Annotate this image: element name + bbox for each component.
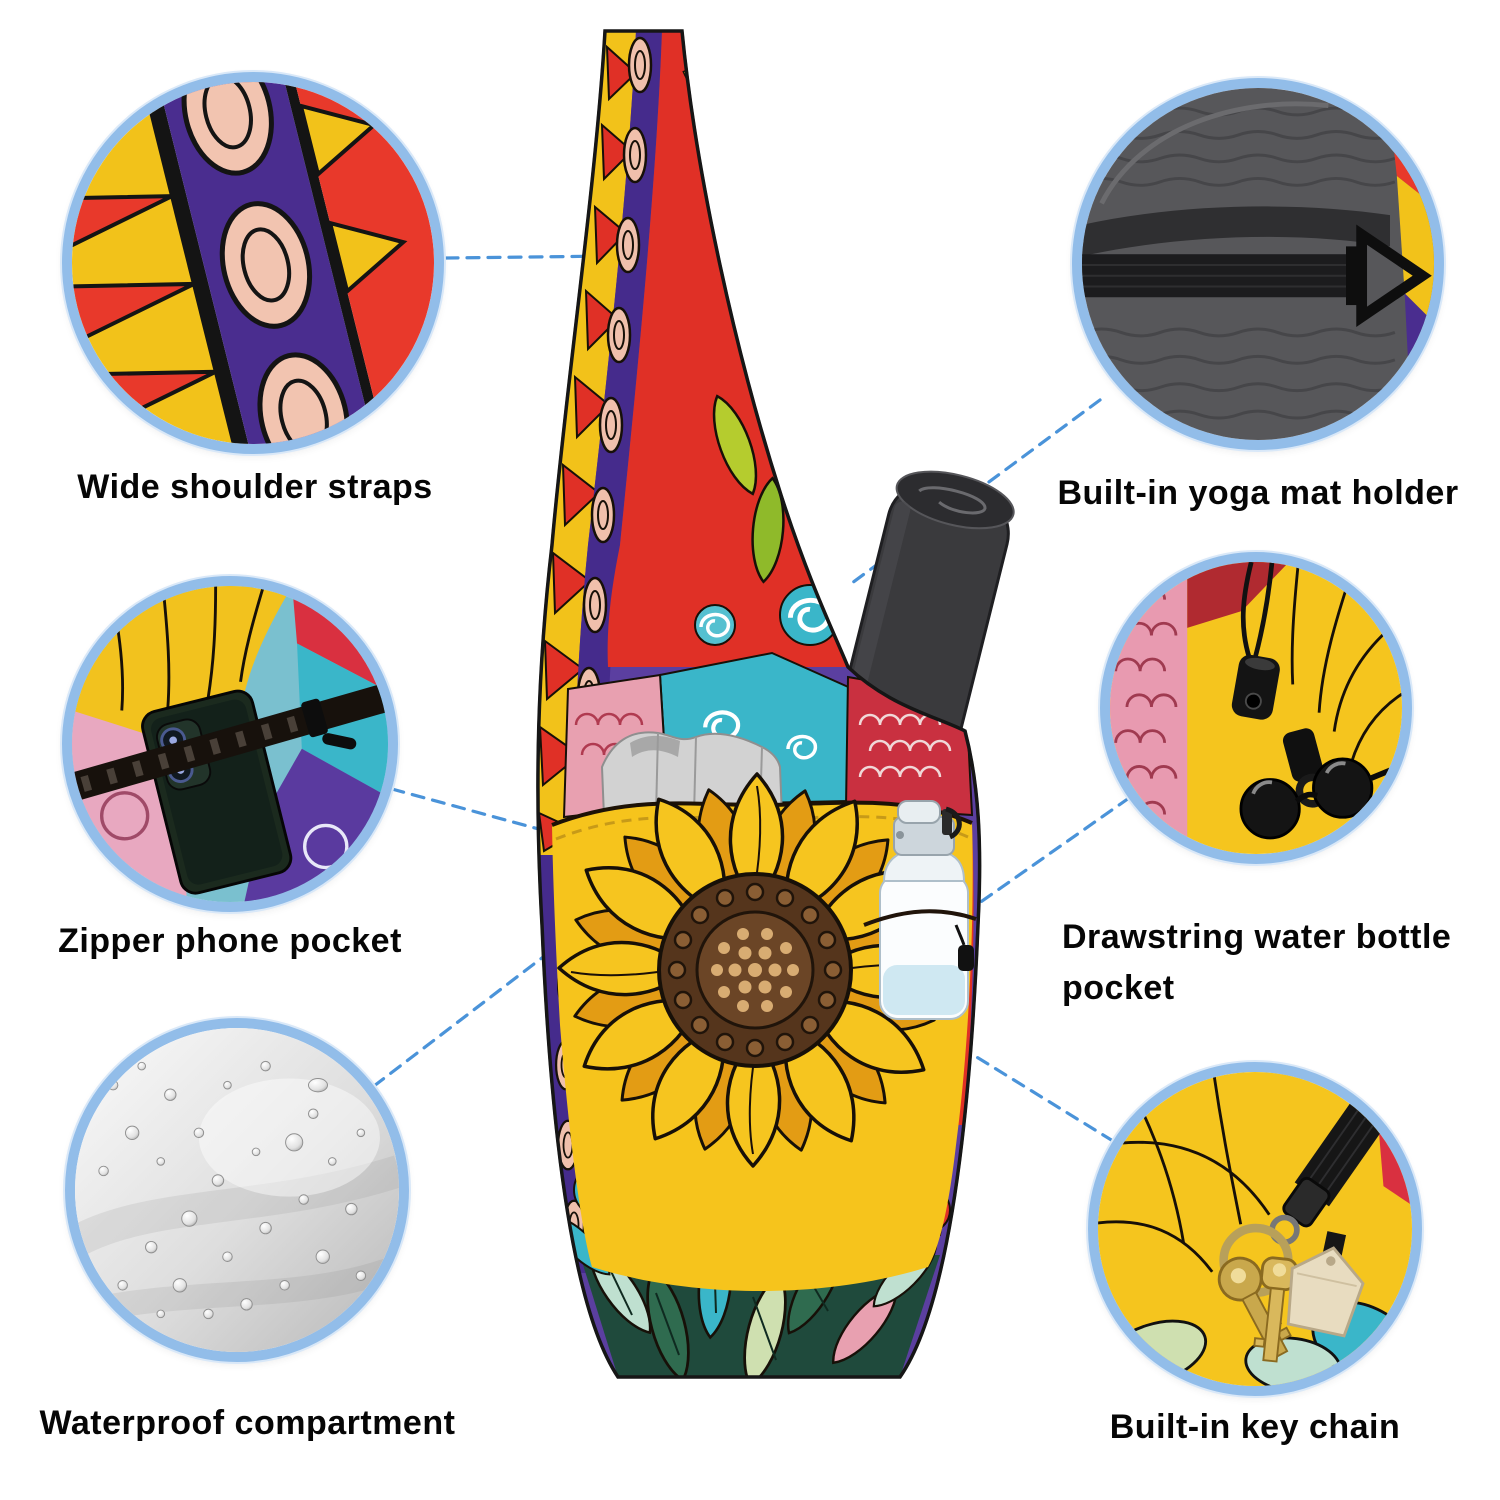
- callout-circle-key-chain: [1088, 1062, 1422, 1396]
- callout-circle-yoga-mat-holder: [1072, 78, 1444, 450]
- mat-strap-buckle: [1082, 224, 1432, 327]
- callout-label-waterproof: Waterproof compartment: [39, 1404, 456, 1442]
- shoulder-strap: [537, 31, 848, 855]
- callout-circle-waterproof: [65, 1018, 409, 1362]
- product-photo-yoga-bag: [536, 29, 1015, 1379]
- mat-and-buckle-photo: [1082, 88, 1434, 440]
- callout-label-wide-shoulder-straps: Wide shoulder straps: [77, 468, 433, 506]
- callout-label-zipper-phone-pocket: Zipper phone pocket: [58, 922, 402, 960]
- callout-label-key-chain: Built-in key chain: [1109, 1408, 1401, 1446]
- drawstring-toggle: [958, 945, 974, 971]
- bag-outline: [536, 29, 982, 1379]
- callout-label-yoga-mat-holder: Built-in yoga mat holder: [1057, 474, 1459, 512]
- keys-on-keychain-photo: [1098, 1072, 1412, 1386]
- callout-circle-drawstring-pocket: [1100, 552, 1412, 864]
- callout-circle-zipper-phone-pocket: [62, 576, 398, 912]
- phone-in-zipper-photo: [72, 586, 388, 902]
- drawstring-toggle-photo: [1110, 562, 1402, 854]
- key-2: [1253, 1256, 1299, 1363]
- zipper-graphic: [72, 681, 388, 802]
- house-key-tag: [1286, 1231, 1365, 1338]
- water-bottle-graphic: [863, 800, 977, 1020]
- callout-circle-wide-shoulder-straps: [62, 72, 444, 454]
- water-droplets-photo: [75, 1028, 399, 1352]
- sunflower-graphic: [557, 772, 953, 1168]
- callout-label-drawstring-pocket: Drawstring water bottle pocket: [1062, 918, 1452, 1007]
- sunglasses-graphic: [1239, 757, 1402, 840]
- strap-fabric-photo: [72, 82, 434, 444]
- bottle-pocket-hem: [863, 909, 977, 927]
- cord-lock-toggle: [1231, 654, 1280, 720]
- drawstring-cord: [1240, 562, 1275, 659]
